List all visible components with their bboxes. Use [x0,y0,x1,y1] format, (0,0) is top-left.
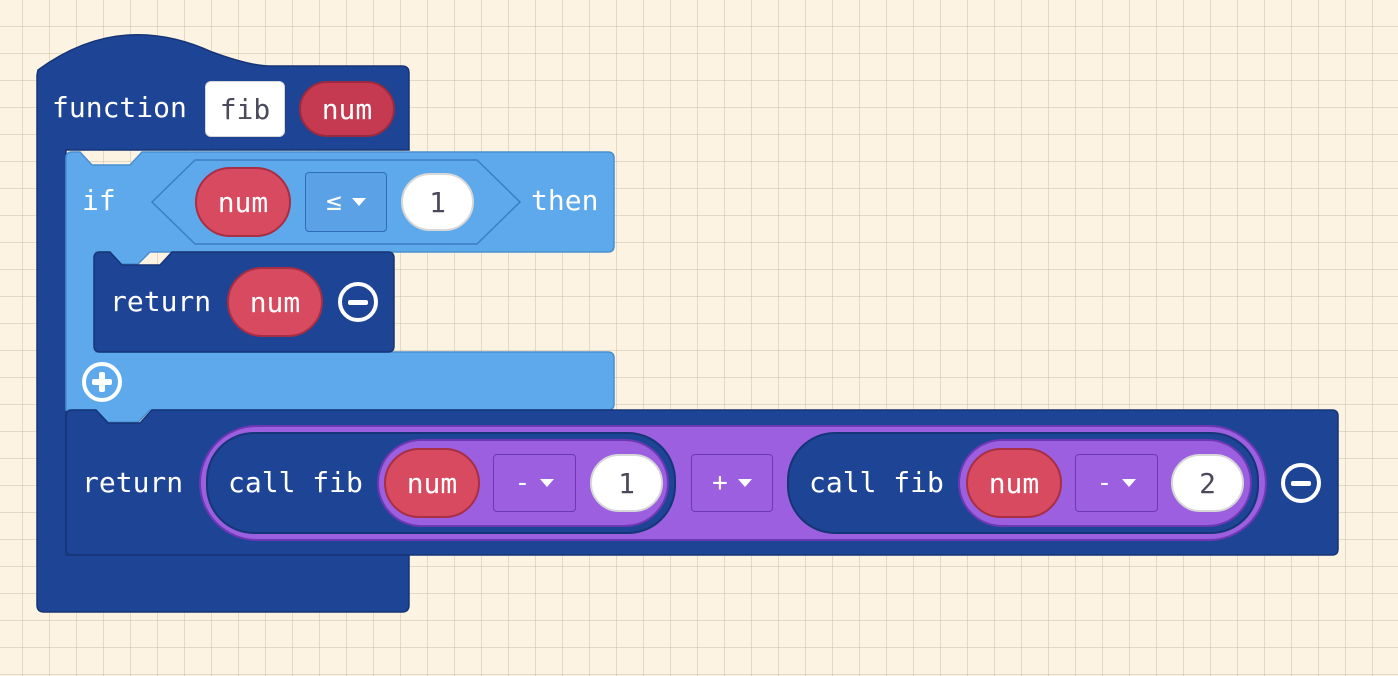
right-subtract-value-input[interactable]: 2 [1171,454,1244,512]
comparison-operator-label: ≤ [326,187,342,217]
outer-return-keyword: return [82,466,184,499]
dropdown-arrow-icon [1122,479,1137,487]
dropdown-arrow-icon [540,479,555,487]
condition-variable-num[interactable]: num [195,167,291,237]
left-subtract-operator-dropdown[interactable]: - [493,454,576,512]
right-call-arg-num[interactable]: num [966,448,1062,518]
right-subtract-operator-label: - [1096,468,1113,498]
function-name-field[interactable]: fib [205,81,285,137]
addition-operator-dropdown[interactable]: + [691,454,773,512]
if-keyword: if [82,184,116,217]
minus-circle-icon[interactable] [338,282,378,322]
right-subtract-operator-dropdown[interactable]: - [1075,454,1158,512]
comparison-operator-dropdown[interactable]: ≤ [305,172,387,232]
function-keyword: function [52,91,187,124]
left-call-label: call fib [228,466,363,499]
inner-return-variable-num[interactable]: num [227,267,323,337]
left-call-arg-num[interactable]: num [384,448,480,518]
addition-operator-label: + [712,468,728,498]
right-call-label: call fib [809,466,944,499]
dropdown-arrow-icon [737,479,752,487]
plus-circle-icon[interactable] [82,362,122,402]
minus-circle-icon[interactable] [1281,463,1321,503]
condition-value-input[interactable]: 1 [401,173,474,231]
left-subtract-operator-label: - [514,468,531,498]
left-subtract-value-input[interactable]: 1 [590,454,663,512]
dropdown-arrow-icon [351,198,366,206]
function-param-num[interactable]: num [299,81,395,137]
then-keyword: then [531,184,599,217]
inner-return-keyword: return [110,285,212,318]
